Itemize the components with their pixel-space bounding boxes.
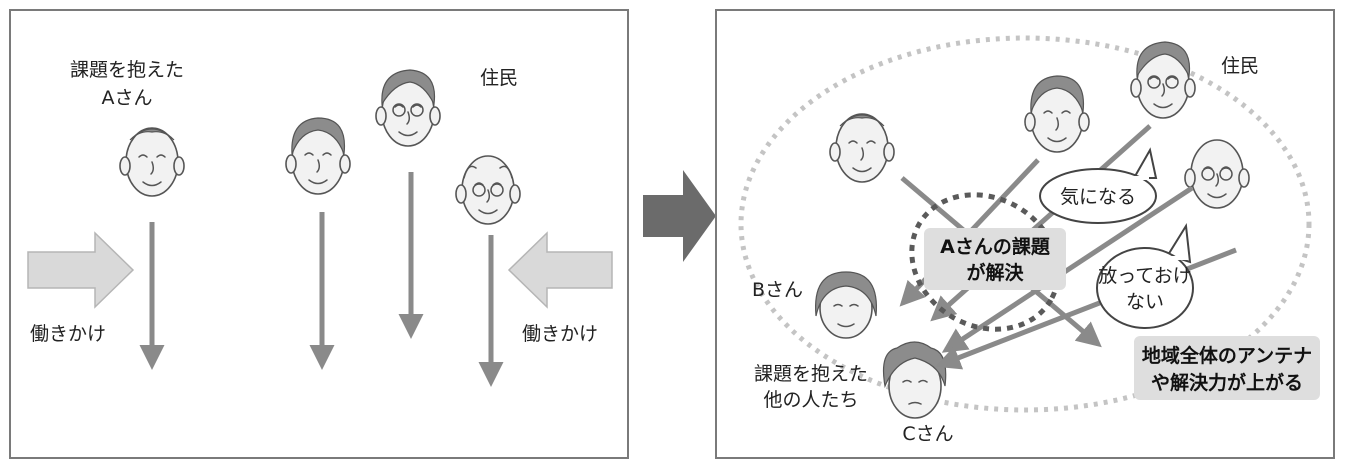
resident-face-icon [1024,75,1090,153]
resident-face-icon [375,69,441,147]
label-residents-left: 住民 [480,67,518,89]
label-b: Bさん [752,279,803,301]
solved-line2: が解決 [966,261,1024,284]
solved-line1: Aさんの課題 [940,235,1051,258]
result-box [1134,336,1320,400]
resident-face-icon [455,155,521,225]
right-panel: 気になる 放っておけ ない Aさんの課題 が解決 地域全体のアンテナ や解決力が… [715,9,1335,459]
solved-highlight-ring [909,192,1061,332]
person-c-face-icon [882,341,947,419]
label-action-right: 働きかけ [522,323,598,345]
label-c: Cさん [902,423,953,445]
label-a-line1: 課題を抱えた [70,59,184,81]
bubble-cannot-ignore-line1: 放っておけ [1098,265,1191,287]
result-line1: 地域全体のアンテナ [1142,344,1312,367]
left-panel-frame [9,9,629,459]
left-panel: 課題を抱えた Aさん 住民 働きかけ 働きかけ [9,9,629,459]
bubble-cannot-ignore-line2: ない [1126,291,1164,313]
label-others-line2: 他の人たち [763,389,858,411]
resident-face-icon [829,113,895,183]
person-a-face-icon [119,127,185,197]
flow-arrows [139,172,504,387]
label-action-left: 働きかけ [30,323,106,345]
label-a-line2: Aさん [102,87,153,109]
transition-arrow-icon [643,170,716,262]
label-others-line1: 課題を抱えた [754,363,868,385]
resident-face-icon [1130,41,1196,119]
speech-bubble-concern: 気になる [1039,147,1158,224]
result-line2: や解決力が上がる [1151,371,1303,394]
person-b-face-icon [814,271,878,339]
resident-face-icon [1184,139,1250,209]
resident-face-icon [285,117,351,195]
bubble-concern-text: 気になる [1060,186,1136,208]
speech-bubble-cannot-ignore: 放っておけ ない [1096,223,1194,329]
approach-arrow-left-icon [27,231,135,309]
label-residents-right: 住民 [1221,55,1259,77]
approach-arrow-right-icon [507,231,613,309]
solved-box [924,228,1066,290]
community-boundary [738,35,1312,413]
